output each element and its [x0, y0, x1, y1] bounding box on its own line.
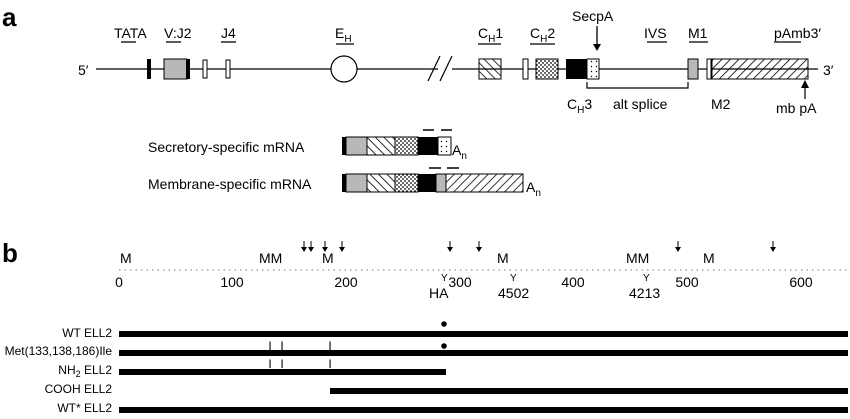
- panel-b-label: b: [2, 238, 18, 268]
- ivs-label: IVS: [644, 25, 667, 41]
- ha-epitope-label: HA: [429, 285, 449, 301]
- j4-segment: [225, 59, 231, 79]
- eh-label: EH: [335, 25, 352, 45]
- construct-bar-met-ile: [119, 350, 848, 356]
- site-arrow: [447, 247, 453, 252]
- construct-bar-cooh: [330, 388, 848, 394]
- ch1-exon: [478, 58, 502, 80]
- tyr-label-ha: Y: [441, 273, 448, 284]
- site-arrow: [476, 247, 482, 252]
- tyrosine-labels: Y HA Y 4502 Y 4213: [429, 273, 660, 301]
- secretory-tail-exon: [586, 58, 600, 80]
- tyr-4502-label: 4502: [498, 285, 529, 301]
- methionine-labels: M MM M M MM M: [120, 250, 715, 266]
- alt-splice-bracket: [586, 82, 689, 89]
- ile-mark: I: [268, 339, 271, 353]
- gene-bottom-labels: CH3 alt splice M2 mb pA: [567, 80, 817, 116]
- tick-label: 100: [220, 274, 244, 290]
- met-label-4: M: [497, 250, 509, 266]
- site-arrow: [308, 247, 314, 252]
- construct-label-wt: WT ELL2: [62, 326, 112, 340]
- vj2-label: V:J2: [164, 25, 192, 41]
- vj2-exon-end: [186, 59, 190, 79]
- m2-exon: [710, 58, 809, 80]
- tick-label: 500: [675, 274, 699, 290]
- tick-label: 0: [115, 274, 123, 290]
- residue-axis: [119, 269, 848, 271]
- met-label-5: MM: [626, 250, 649, 266]
- tick-label: 600: [789, 274, 813, 290]
- tick-label: 200: [334, 274, 358, 290]
- j-segment-1: [202, 59, 208, 79]
- site-arrow: [322, 247, 328, 252]
- construct-bar-wt-star: [119, 407, 848, 413]
- ile-mark: I: [268, 357, 271, 371]
- tata-label: TATA: [114, 25, 147, 41]
- axis-tick-labels: 0 100 200 300 400 500 600: [115, 274, 813, 290]
- construct-bar-wt: [119, 331, 848, 337]
- met-label-6: M: [703, 250, 715, 266]
- m1-exon: [687, 58, 699, 80]
- gene-top-labels: TATA V:J2 J4 EH CH1 CH2 SecpA IVS M1 pAm…: [114, 8, 821, 51]
- ile-mark: I: [328, 357, 331, 371]
- site-arrow: [301, 247, 307, 252]
- tata-box: [147, 59, 151, 79]
- ile-mark: I: [280, 339, 283, 353]
- membrane-mrna-label: Membrane-specific mRNA: [148, 176, 312, 192]
- tick-label: 400: [561, 274, 585, 290]
- alt-splice-label: alt splice: [613, 96, 668, 112]
- j4-label: J4: [221, 25, 236, 41]
- panel-a-label: a: [2, 2, 17, 32]
- ile-mark: I: [328, 339, 331, 353]
- vj2-exon: [163, 58, 188, 80]
- gene-map: 5′ 3′: [78, 55, 834, 83]
- tyr-label-4502: Y: [510, 273, 517, 284]
- tyr-4213-label: 4213: [629, 285, 660, 301]
- ile-mark: I: [280, 357, 283, 371]
- secpa-arrow-head: [593, 44, 601, 51]
- secretory-mrna: Secretory-specific mRNA An: [148, 129, 467, 162]
- met-label-2: MM: [259, 250, 282, 266]
- secpa-label: SecpA: [572, 8, 614, 24]
- ha-tag-dot: [441, 343, 447, 349]
- ch3-label: CH3: [567, 96, 592, 116]
- three-prime-end: 3′: [823, 62, 834, 78]
- met-label-3: M: [322, 250, 334, 266]
- site-arrow: [770, 247, 776, 252]
- hinge-exon: [522, 58, 529, 80]
- m2-label: M2: [711, 96, 731, 112]
- break-mark-1: [427, 55, 441, 82]
- ha-tag-dot: [441, 321, 447, 327]
- construct-label-wt-star: WT* ELL2: [57, 401, 112, 415]
- m1-label: M1: [688, 25, 708, 41]
- pamb3-label: pAmb3′: [774, 25, 821, 41]
- tick-label: 300: [448, 274, 472, 290]
- construct-label-met-ile: Met(133,138,186)Ile: [5, 344, 113, 358]
- tyr-label-4213: Y: [643, 273, 650, 284]
- mb-pa-label: mb pA: [776, 100, 817, 116]
- construct-label-nh2: NH2 ELL2: [58, 363, 112, 379]
- construct-rows: WT ELL2 Met(133,138,186)Ile I I I NH2 EL…: [5, 321, 848, 415]
- site-arrow: [675, 247, 681, 252]
- mb-pa-arrow-head: [801, 80, 809, 88]
- membrane-mrna: Membrane-specific mRNA An: [148, 167, 541, 199]
- eh-enhancer: [330, 55, 358, 83]
- site-arrows: [301, 241, 776, 252]
- five-prime-end: 5′: [78, 62, 89, 78]
- construct-bar-nh2: [119, 369, 446, 375]
- ch2-exon: [535, 58, 559, 80]
- construct-label-cooh: COOH ELL2: [45, 382, 113, 396]
- met-label-1: M: [120, 250, 132, 266]
- site-arrow: [339, 247, 345, 252]
- ch1-label: CH1: [478, 25, 503, 45]
- ch2-label: CH2: [530, 25, 555, 45]
- secretory-mrna-label: Secretory-specific mRNA: [148, 139, 305, 155]
- membrane-poly-a: An: [526, 179, 541, 199]
- break-mark-2: [439, 55, 453, 82]
- secretory-poly-a: An: [452, 142, 467, 162]
- ch3-exon: [566, 59, 587, 79]
